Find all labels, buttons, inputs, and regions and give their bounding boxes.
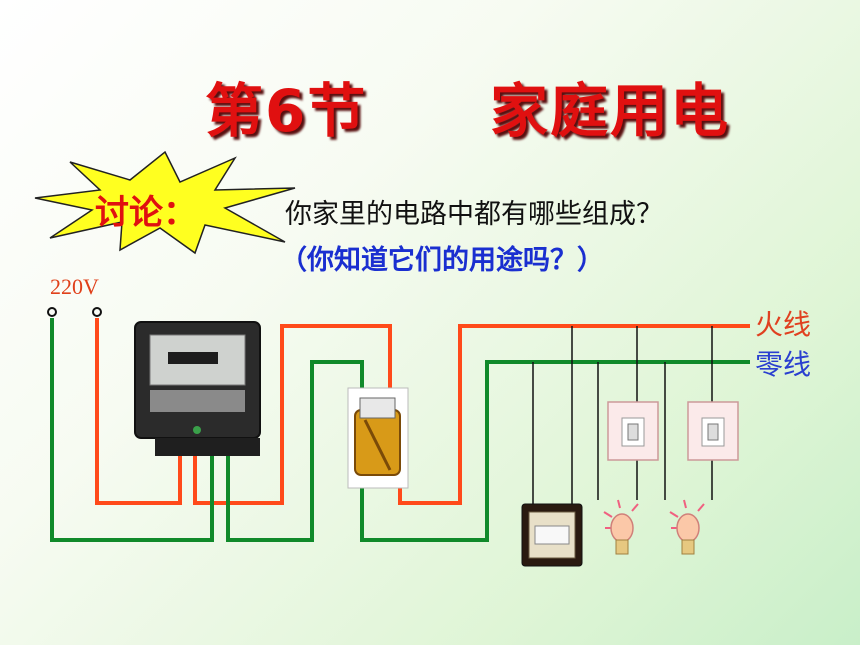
light-switch-2-icon (687, 401, 739, 461)
title-topic: 家庭用电 (490, 77, 731, 145)
discussion-hint: （你知道它们的用途吗？） (280, 245, 604, 276)
light-bulb-1-icon (603, 499, 639, 555)
live-wire-supply (95, 318, 182, 505)
title-section: 第6节 (205, 77, 368, 145)
light-switch-1-icon (607, 401, 659, 461)
live-wire-label: 火线 (755, 308, 812, 341)
discussion-starburst-icon (34, 150, 296, 255)
neutral-wire-main (360, 360, 750, 542)
neutral-wire-meter-switch (226, 360, 364, 542)
discussion-label: 讨论： (95, 193, 197, 233)
light-bulb-2-icon (669, 499, 705, 555)
voltage-label: 220V (50, 274, 99, 299)
neutral-wire-label: 零线 (755, 348, 812, 381)
live-wire-meter-switch (193, 324, 392, 505)
electricity-meter-icon (134, 321, 261, 456)
live-wire-main (398, 324, 750, 505)
supply-terminal-left (47, 307, 57, 317)
discussion-question: 你家里的电路中都有哪些组成？ (285, 199, 663, 230)
neutral-wire-supply (50, 318, 214, 542)
supply-terminal-right (92, 307, 102, 317)
wall-socket-icon (521, 503, 583, 567)
knife-switch-icon (347, 387, 409, 489)
